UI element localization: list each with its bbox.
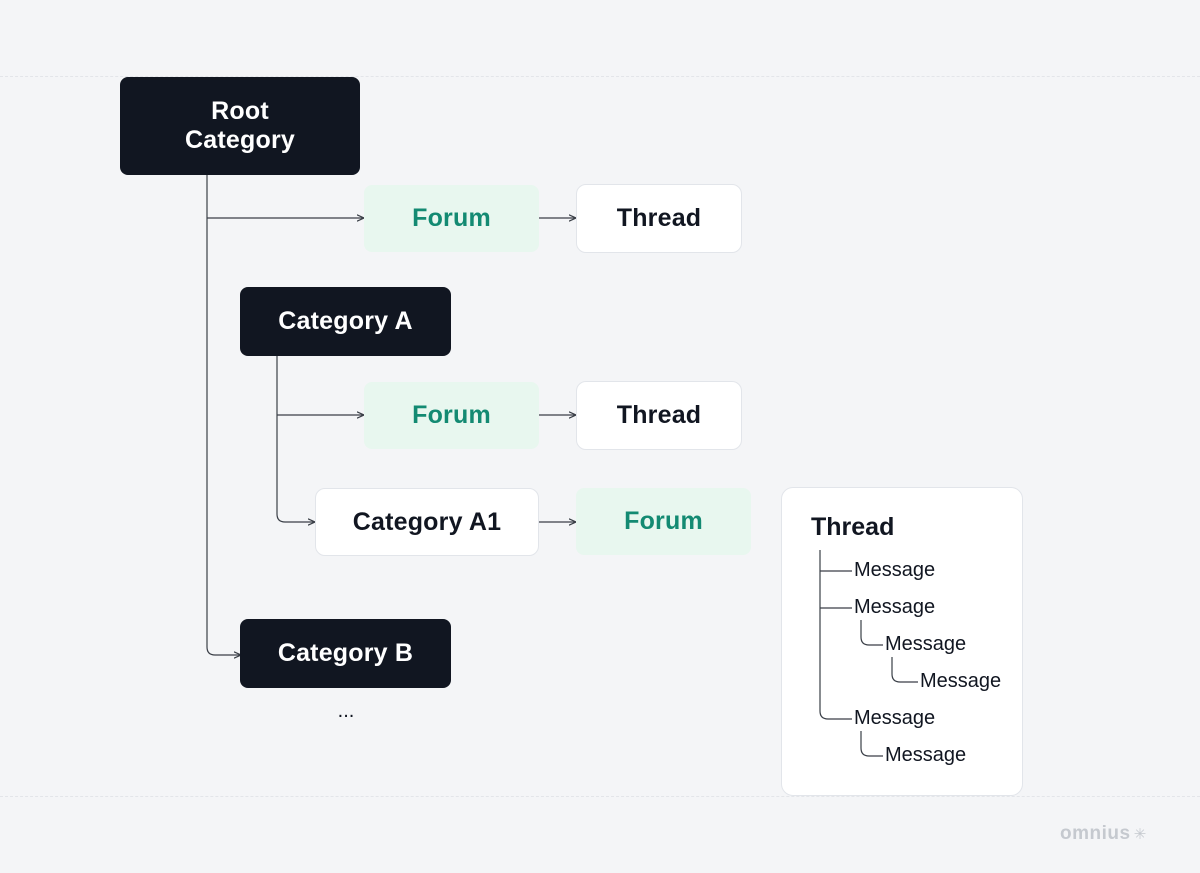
message-item: Message — [854, 559, 936, 581]
root-thread-node: Thread — [576, 184, 742, 253]
root-trunk-connector — [206, 175, 241, 655]
category-a-node: Category A — [240, 287, 451, 356]
root-forum-node: Forum — [364, 185, 539, 252]
message-item: Message — [885, 633, 967, 655]
message-item: Message — [920, 670, 1002, 692]
category-a1-forum-node: Forum — [576, 488, 751, 555]
omnius-logo: omnius ✳ — [1060, 823, 1147, 845]
category-a-thread-node: Thread — [576, 381, 742, 450]
sparkle-icon: ✳ — [1133, 826, 1147, 843]
top-guide-line — [0, 76, 1200, 77]
message-child-line-2 — [860, 731, 883, 757]
root-category-node: Root Category — [120, 77, 360, 175]
message-grandchild-line — [891, 657, 918, 683]
category-a1-node: Category A1 — [315, 488, 539, 556]
message-child-line-1 — [860, 620, 883, 646]
more-categories-ellipsis: ... — [337, 700, 355, 722]
message-item: Message — [885, 744, 967, 766]
bottom-guide-line — [0, 796, 1200, 797]
logo-wordmark: omnius — [1060, 823, 1131, 844]
category-b-node: Category B — [240, 619, 451, 688]
message-item: Message — [854, 707, 936, 729]
thread-messages-panel: Thread Message Message Message Message M… — [781, 487, 1023, 796]
category-a-forum-node: Forum — [364, 382, 539, 449]
message-trunk-line — [819, 550, 852, 720]
message-item: Message — [854, 596, 936, 618]
thread-panel-title: Thread — [811, 513, 895, 541]
category-a-trunk-connector — [276, 356, 315, 522]
message-tree-lines — [819, 550, 918, 757]
